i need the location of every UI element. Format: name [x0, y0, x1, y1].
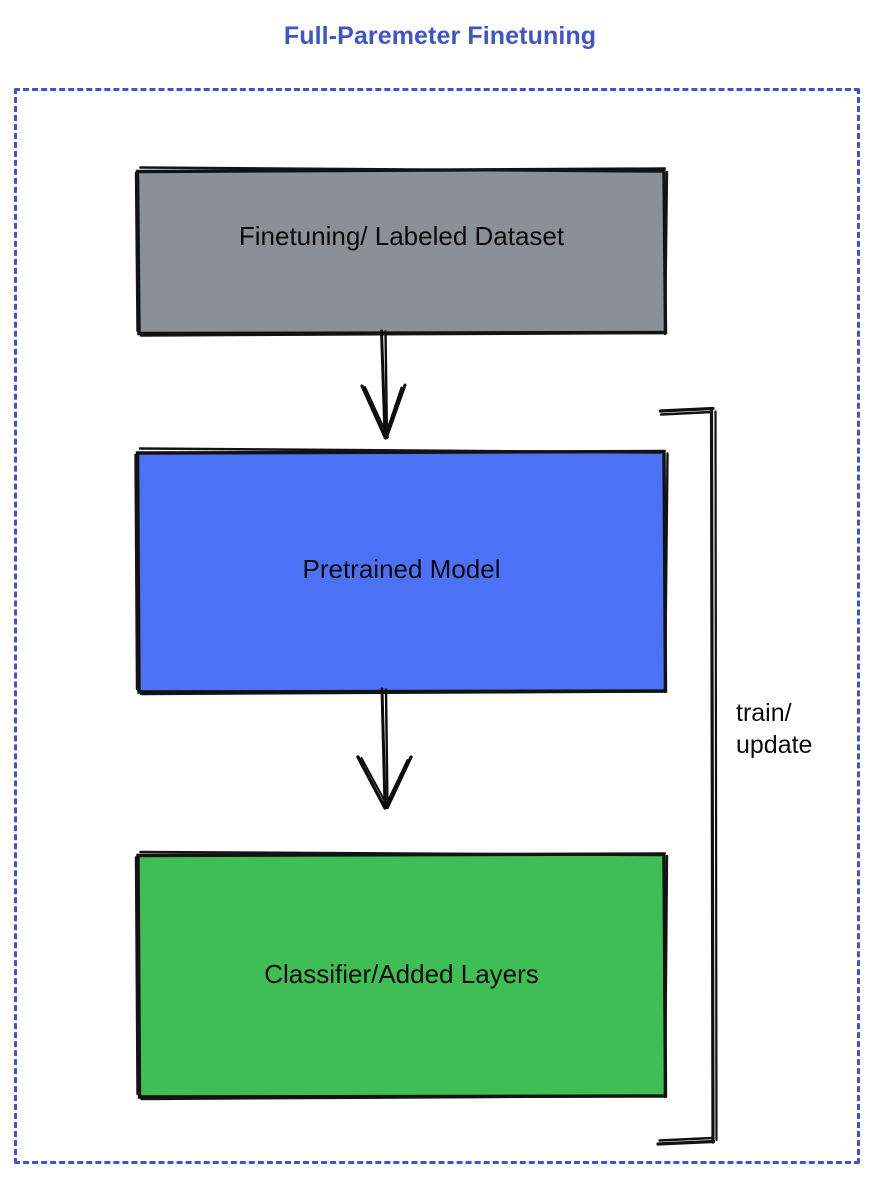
diagram-frame: [14, 88, 860, 1164]
connector-label-line-2: update: [736, 731, 813, 759]
page-title: Full-Paremeter Finetuning: [283, 22, 597, 50]
node-fill-dataset: [138, 170, 665, 332]
connector-label-line-1: train/: [736, 699, 792, 727]
node-classifier-added-layers[interactable]: Classifier/Added Layers: [134, 850, 669, 1101]
node-label-pretrained: Pretrained Model: [302, 554, 501, 584]
node-label-dataset: Finetuning/ Labeled Dataset: [238, 221, 565, 251]
node-label-classifier: Classifier/Added Layers: [264, 959, 539, 989]
node-pretrained-model[interactable]: Pretrained Model: [134, 447, 669, 696]
node-finetuning-labeled-dataset[interactable]: Finetuning/ Labeled Dataset: [134, 166, 669, 337]
connector-label-train-update: train/ update: [736, 697, 856, 761]
